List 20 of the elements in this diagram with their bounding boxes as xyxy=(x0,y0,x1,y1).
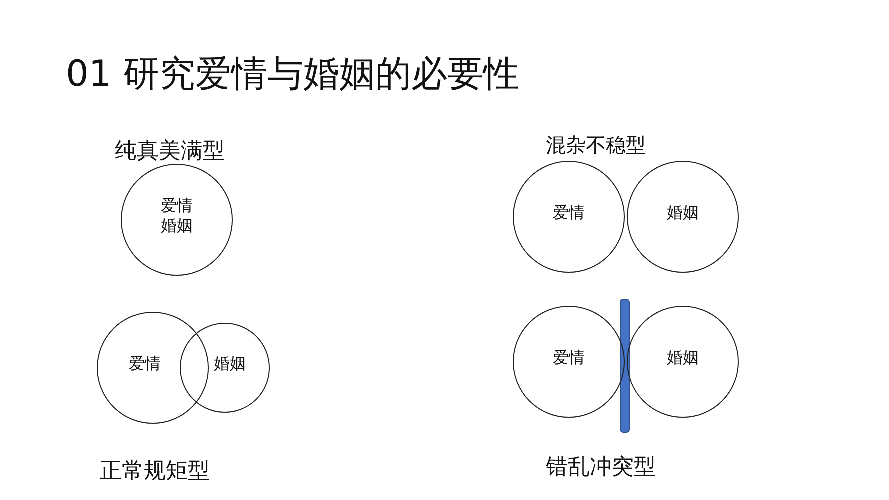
type-heading: 混杂不稳型 xyxy=(546,132,646,159)
circle-label: 爱情 xyxy=(161,196,193,216)
circle xyxy=(121,164,233,276)
title: 01 研究爱情与婚姻的必要性 xyxy=(66,53,520,97)
circle xyxy=(513,306,625,418)
type-heading: 正常规矩型 xyxy=(100,458,210,486)
circle xyxy=(627,306,739,418)
circle-label: 婚姻 xyxy=(667,203,699,223)
circle-label: 爱情 xyxy=(129,354,161,374)
circle-label: 婚姻 xyxy=(667,348,699,368)
circle-label: 婚姻 xyxy=(161,216,193,236)
type-heading: 错乱冲突型 xyxy=(546,454,656,482)
circle xyxy=(513,161,625,273)
circle xyxy=(180,323,270,413)
type-heading: 纯真美满型 xyxy=(115,138,225,166)
circle-label: 爱情 xyxy=(553,203,585,223)
circle-label: 婚姻 xyxy=(214,354,246,374)
circle xyxy=(627,161,739,273)
circle-label: 爱情 xyxy=(553,348,585,368)
circle xyxy=(97,312,209,424)
